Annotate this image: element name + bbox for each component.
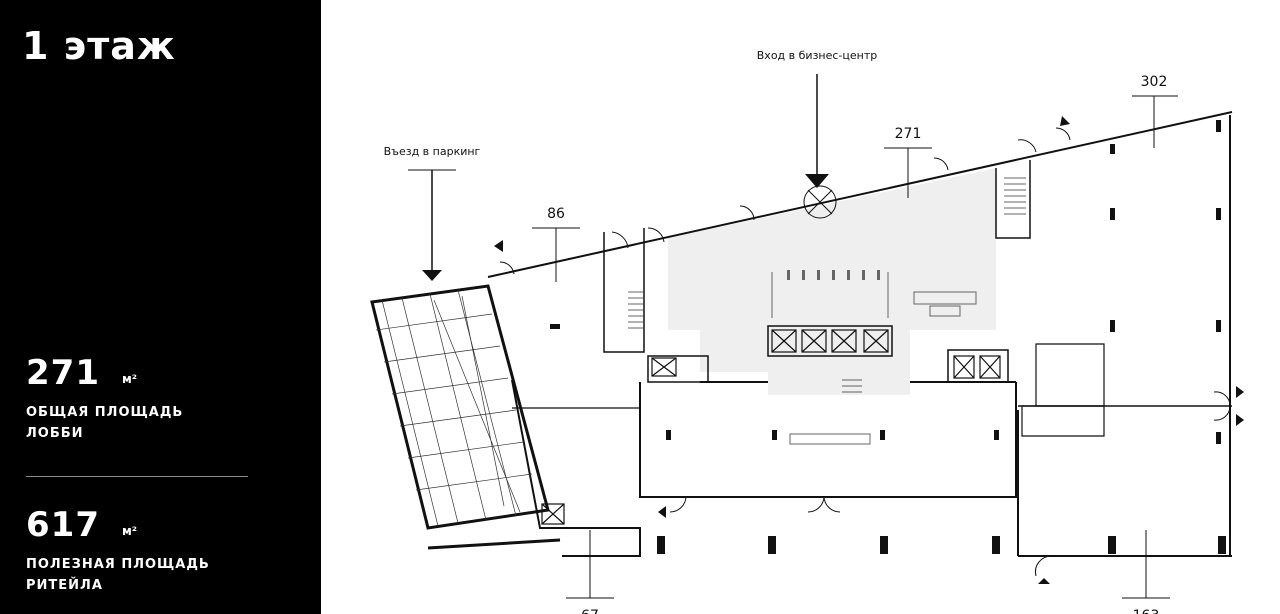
retail-area-value: 617 [26,505,100,545]
retail-area-label-2: РИТЕЙЛА [26,578,103,593]
core-east [947,349,1009,383]
parking-arrow [408,169,456,281]
parking-label: Въезд в паркинг [384,145,481,158]
retail-area-label-1: ПОЛЕЗНАЯ ПЛОЩАДЬ [26,557,210,572]
sidebar: 1 этаж 271 м² ОБЩАЯ ПЛОЩАДЬ ЛОББИ 617 м²… [0,0,321,614]
north-facade-wall [487,111,1233,278]
lobby-area-label-1: ОБЩАЯ ПЛОЩАДЬ [26,405,184,420]
parking-ramp [370,284,550,530]
lobby-area [668,168,996,395]
entrance-arrow [805,74,829,188]
west-retail-wall [511,379,641,557]
central-hall-wall [639,382,1017,498]
wc-block [1035,343,1105,407]
stair-west [603,228,645,353]
floor-title: 1 этаж [22,24,176,68]
area-label-163: 163 [1133,608,1160,614]
entrance-label: Вход в бизнес-центр [757,49,877,62]
core-block [767,325,893,357]
retail-area-unit: м² [122,524,138,538]
wc-block-2 [1021,405,1105,437]
ramp-south-wall [427,538,561,550]
area-label-271: 271 [895,126,922,142]
lobby-area-unit: м² [122,372,138,386]
lobby-area-value: 271 [26,353,100,393]
area-label-67: 67 [581,608,599,614]
core-west [647,355,709,383]
stair-east [995,160,1031,239]
lobby-area-label-2: ЛОББИ [26,426,84,441]
floor-plan: Вход в бизнес-центр Въезд в паркинг 86 2… [370,49,1244,614]
area-label-302: 302 [1141,74,1168,90]
area-label-86: 86 [547,206,565,222]
stats-divider [26,476,248,477]
